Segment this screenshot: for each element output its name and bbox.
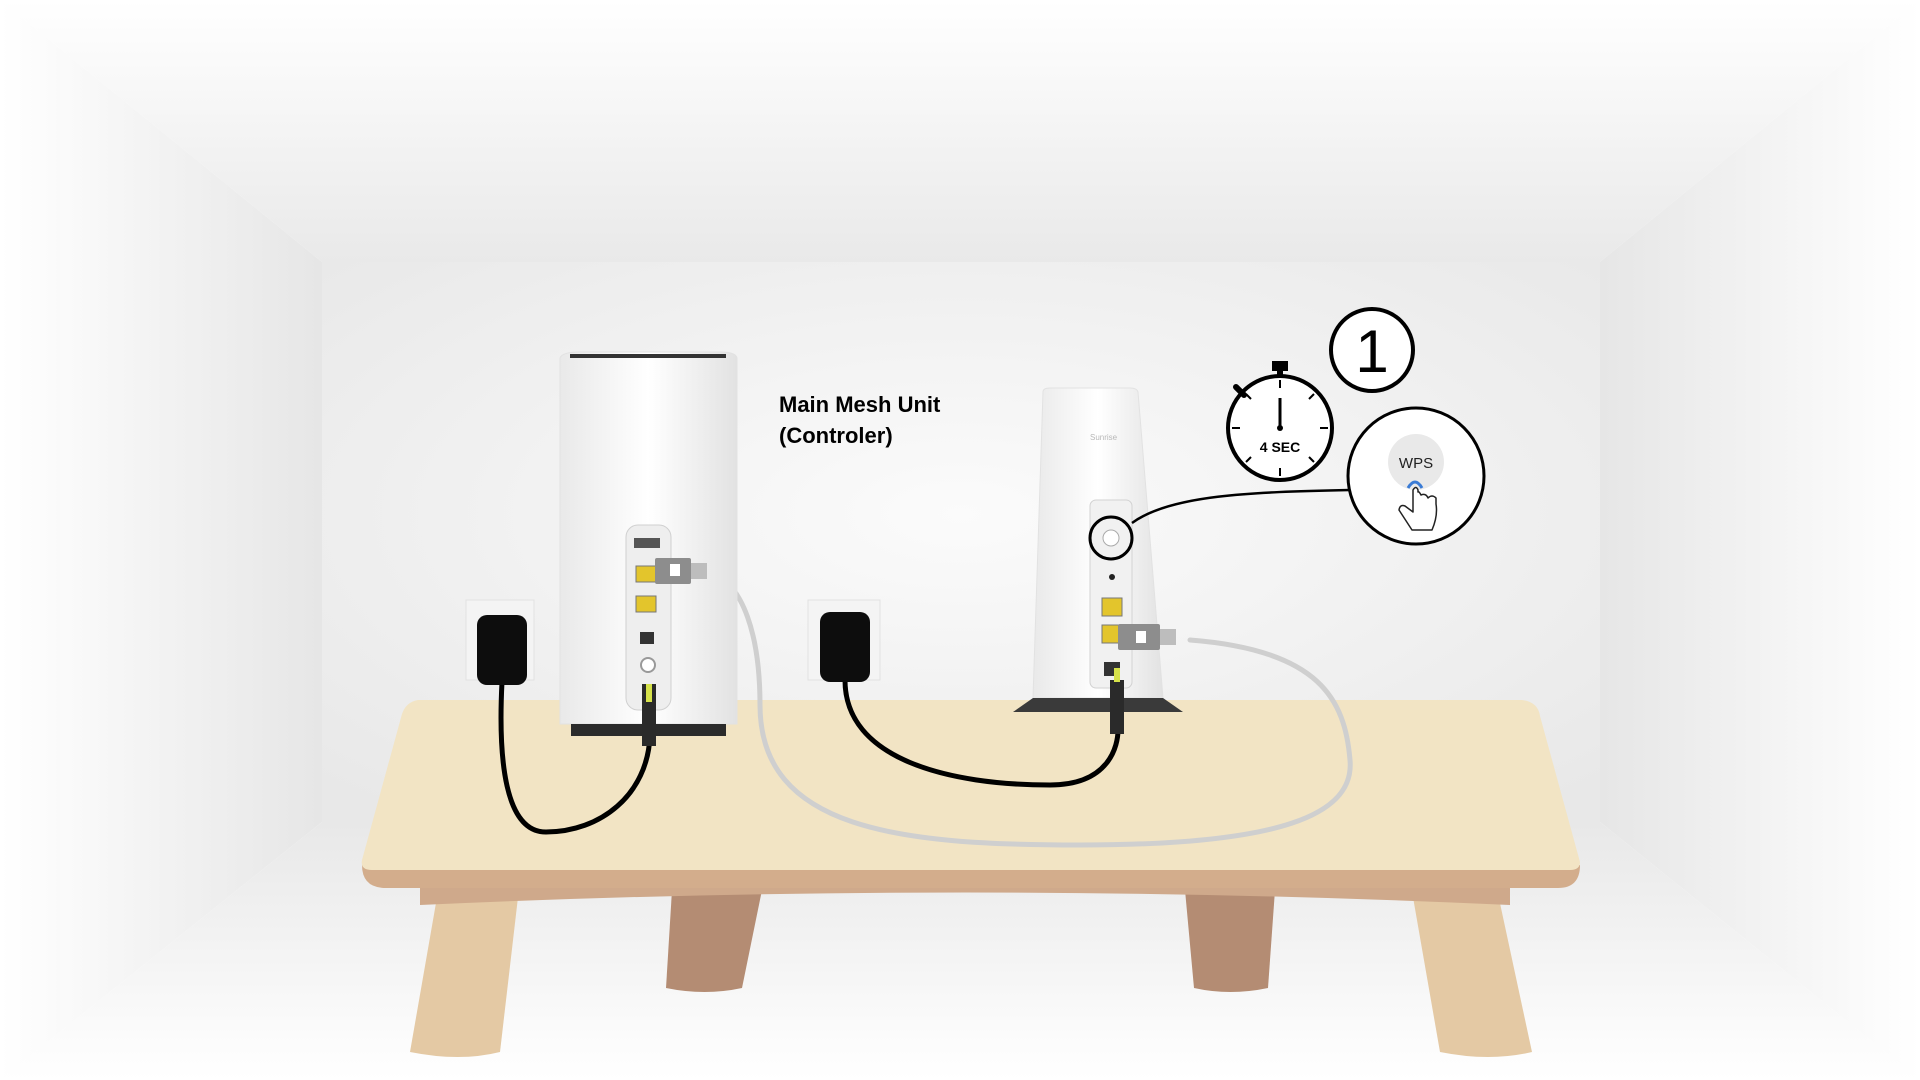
power-cable-main [498,679,653,835]
left-wall [0,0,322,1080]
table-edge [362,865,1580,888]
stopwatch-icon: 4 SEC [1226,361,1334,482]
wps-highlight-ring [1088,515,1134,561]
ethernet-port-2 [635,595,657,613]
pointing-hand-icon [1398,486,1438,531]
step-badge-circle [1329,307,1415,393]
power-plug-main [642,684,656,746]
power-adapter-right [820,612,870,682]
table-leg-back-right [1185,890,1275,992]
step-number: 1 [1355,318,1388,385]
power-plug-satellite-tip [1114,668,1120,682]
timer-label: 4 SEC [1260,439,1300,455]
status-led [1109,574,1115,580]
table-leg-back-left [666,890,762,992]
stopwatch-stem [1277,370,1283,378]
main-unit-label: Main Mesh Unit (Controler) [779,392,941,448]
stopwatch-center [1277,425,1283,431]
wps-callout-button [1388,434,1444,490]
main-unit-port-panel [625,524,672,711]
ethernet-cable [702,567,1353,848]
main-unit-label-line1: Main Mesh Unit [779,392,941,417]
main-unit-top-vent [570,354,726,358]
ethernet-connector-main-tab [670,564,680,576]
wps-label: WPS [1399,455,1433,472]
stopwatch-side-button [1233,384,1247,398]
stopwatch-ticks [1232,380,1328,476]
ethernet-connector-main-boot [691,563,707,579]
press-indicator-arc [1406,480,1424,489]
main-unit-label-line2: (Controler) [779,423,893,448]
usb-port [634,538,660,548]
satellite-brand-label: Sunrise [1090,433,1118,442]
power-jack [640,657,656,673]
satellite-ethernet-port-1 [1101,597,1123,617]
step-badge: 1 [1329,307,1415,393]
wps-button [1102,529,1120,547]
power-adapter-left [477,615,527,685]
right-wall [1600,0,1920,1080]
satellite-unit-base [1013,698,1183,712]
ethernet-connector-satellite-tab [1136,631,1146,643]
satellite-port-panel [1089,499,1133,689]
stopwatch-crown [1272,361,1288,371]
table-leg-front-left [410,880,520,1057]
ethernet-connector-satellite-boot [1160,629,1176,645]
ethernet-port-1 [635,565,657,583]
wps-callout: WPS [1346,406,1486,546]
table-leg-front-right [1410,880,1532,1057]
power-cable-satellite [842,677,1121,788]
power-plug-main-tip [646,684,652,702]
table-top [361,700,1580,870]
ceiling [0,0,1920,262]
satellite-mesh-unit: Sunrise [1013,387,1183,734]
power-plug-satellite [1110,680,1124,734]
wps-callout-line [1131,488,1351,525]
phone-port [640,632,654,644]
main-mesh-unit [559,351,738,746]
